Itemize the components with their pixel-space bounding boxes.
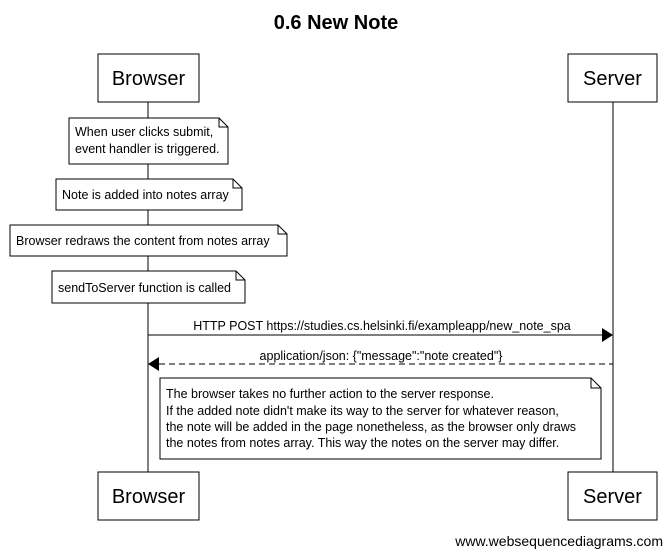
actor-browser-bottom: Browser [97, 471, 200, 521]
message-json-response-arrowhead [148, 357, 159, 371]
note-5-line-2: If the added note didn't make its way to… [166, 404, 559, 418]
actor-server-bottom: Server [567, 471, 658, 521]
note-5-line-1: The browser takes no further action to t… [166, 387, 494, 401]
note-4: sendToServer function is called [51, 270, 246, 304]
message-http-post-arrowhead [602, 328, 613, 342]
actor-server-bottom-label: Server [583, 486, 642, 508]
actor-browser-bottom-label: Browser [112, 486, 186, 508]
message-http-post-label: HTTP POST https://studies.cs.helsinki.fi… [193, 319, 571, 333]
message-json-response-label: application/json: {"message":"note creat… [260, 349, 503, 363]
note-1-line-2: event handler is triggered. [75, 142, 220, 156]
note-4-line-1: sendToServer function is called [58, 281, 231, 295]
actor-server-label: Server [583, 68, 642, 90]
note-1-line-1: When user clicks submit, [75, 125, 213, 139]
note-5-line-4: the notes from notes array. This way the… [166, 436, 559, 450]
note-5-line-3: the note will be added in the page nonet… [166, 420, 576, 434]
note-1: When user clicks submit, event handler i… [68, 117, 229, 165]
note-5: The browser takes no further action to t… [159, 377, 602, 460]
message-json-response: application/json: {"message":"note creat… [148, 349, 613, 371]
message-http-post: HTTP POST https://studies.cs.helsinki.fi… [148, 319, 613, 342]
diagram-title: 0.6 New Note [274, 12, 398, 34]
note-2: Note is added into notes array [55, 178, 243, 211]
actor-server-top: Server [567, 53, 658, 103]
footer-watermark: www.websequencediagrams.com [454, 533, 663, 549]
note-2-line-1: Note is added into notes array [62, 188, 230, 202]
actor-browser-top: Browser [97, 53, 200, 103]
note-3: Browser redraws the content from notes a… [9, 224, 288, 257]
note-3-line-1: Browser redraws the content from notes a… [16, 234, 270, 248]
actor-browser-label: Browser [112, 68, 186, 90]
